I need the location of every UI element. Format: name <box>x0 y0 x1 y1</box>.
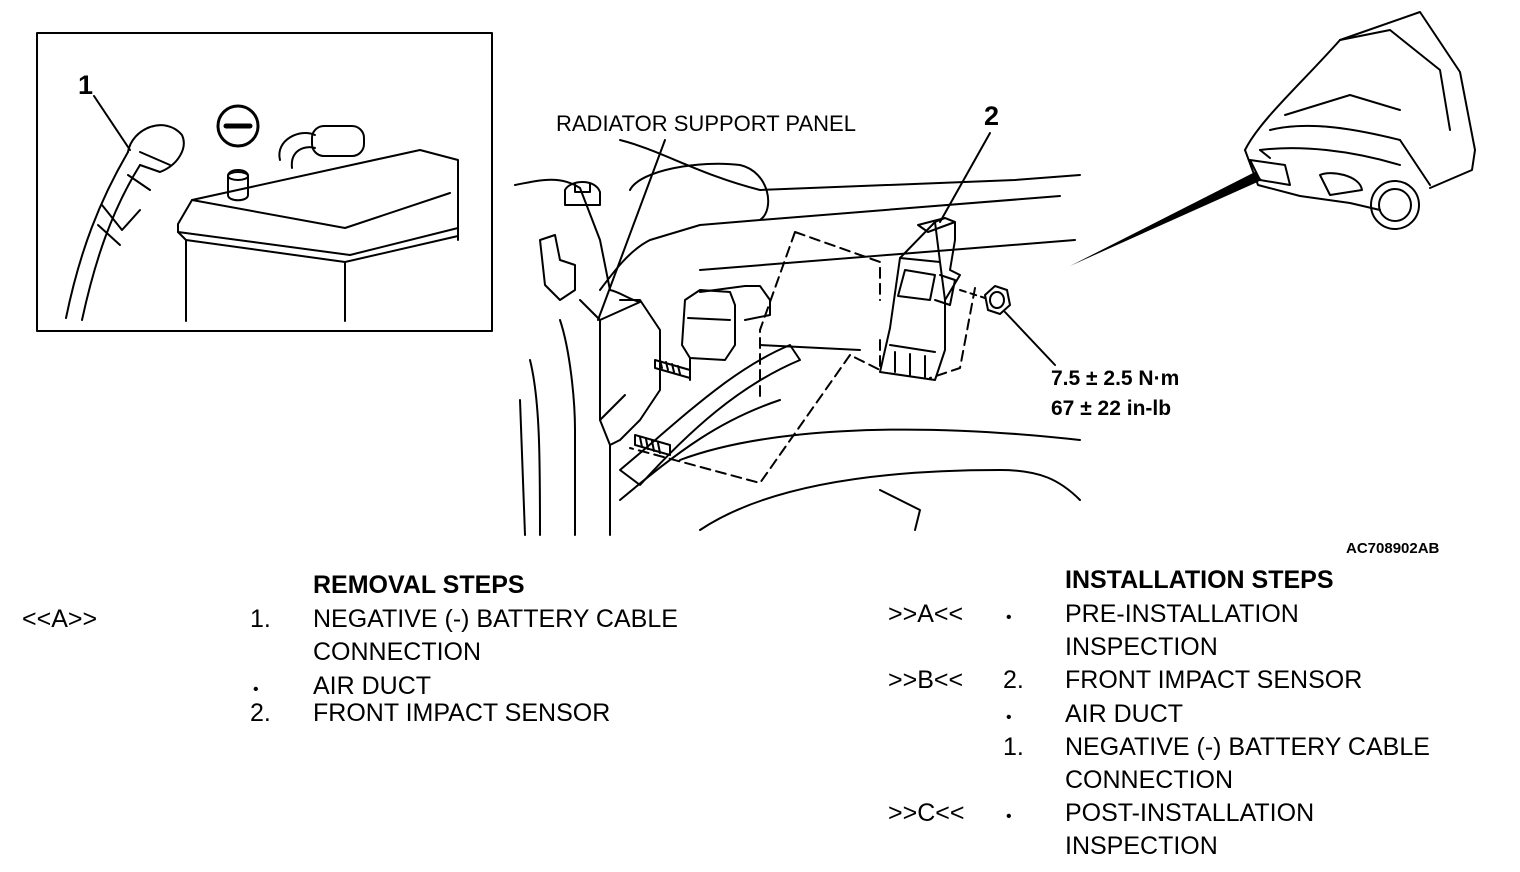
install-step-4-line-2: CONNECTION <box>1065 766 1234 794</box>
install-step-5-marker: • <box>1006 808 1012 825</box>
install-step-1-marker: • <box>1006 609 1012 626</box>
install-step-5-line-2: INSPECTION <box>1065 832 1218 860</box>
removal-step-2-line-1: AIR DUCT <box>313 672 432 700</box>
battery-illustration <box>36 32 493 332</box>
install-step-2-line-1: FRONT IMPACT SENSOR <box>1065 666 1363 694</box>
install-step-2-ref: >>B<< <box>888 666 964 694</box>
torque-leader <box>1004 311 1056 366</box>
install-step-2-marker: 2. <box>1003 666 1024 694</box>
install-step-4: NEGATIVE (-) BATTERY CABLE CONNECTION <box>1065 731 1430 797</box>
service-illustration <box>36 11 1476 536</box>
callout-1-label: 1 <box>78 70 94 100</box>
vehicle-locator-icon <box>1070 11 1476 266</box>
front-impact-sensor-illustration <box>514 139 1081 536</box>
removal-step-3-line-1: FRONT IMPACT SENSOR <box>313 699 611 727</box>
removal-step-1: NEGATIVE (-) BATTERY CABLE CONNECTION <box>313 603 678 669</box>
radiator-leader <box>597 139 666 321</box>
torque-inlb: 67 ± 22 in-lb <box>1051 397 1172 420</box>
install-step-5-line-1: POST-INSTALLATION <box>1065 799 1315 827</box>
install-step-4-marker: 1. <box>1003 733 1024 761</box>
callout-1-leader <box>93 95 131 151</box>
install-step-1-line-1: PRE-INSTALLATION <box>1065 600 1299 628</box>
radiator-support-panel-label: RADIATOR SUPPORT PANEL <box>556 111 856 136</box>
install-step-3-marker: • <box>1006 709 1012 726</box>
install-step-5: POST-INSTALLATION INSPECTION <box>1065 797 1314 863</box>
install-step-1-line-2: INSPECTION <box>1065 633 1218 661</box>
installation-steps-heading: INSTALLATION STEPS <box>1065 566 1334 594</box>
removal-step-3-marker: 2. <box>250 699 271 727</box>
install-step-1: PRE-INSTALLATION INSPECTION <box>1065 598 1299 664</box>
install-step-1-ref: >>A<< <box>888 600 964 628</box>
install-step-3-line-1: AIR DUCT <box>1065 700 1184 728</box>
callout-2-label: 2 <box>984 101 1000 131</box>
install-step-4-line-1: NEGATIVE (-) BATTERY CABLE <box>1065 733 1430 761</box>
callout-2-leader <box>939 132 991 223</box>
removal-step-1-line-2: CONNECTION <box>313 638 482 666</box>
install-step-5-ref: >>C<< <box>888 799 965 827</box>
negative-terminal-icon <box>216 104 260 148</box>
removal-step-1-ref: <<A>> <box>22 605 98 633</box>
figure-code: AC708902AB <box>1346 540 1440 557</box>
removal-step-2-marker: • <box>253 681 259 698</box>
removal-step-1-line-1: NEGATIVE (-) BATTERY CABLE <box>313 605 678 633</box>
removal-steps-heading: REMOVAL STEPS <box>313 571 525 599</box>
torque-nm: 7.5 ± 2.5 N·m <box>1051 367 1180 390</box>
torque-spec: 7.5 ± 2.5 N·m 67 ± 22 in-lb <box>1051 364 1179 424</box>
removal-step-1-marker: 1. <box>250 605 271 633</box>
